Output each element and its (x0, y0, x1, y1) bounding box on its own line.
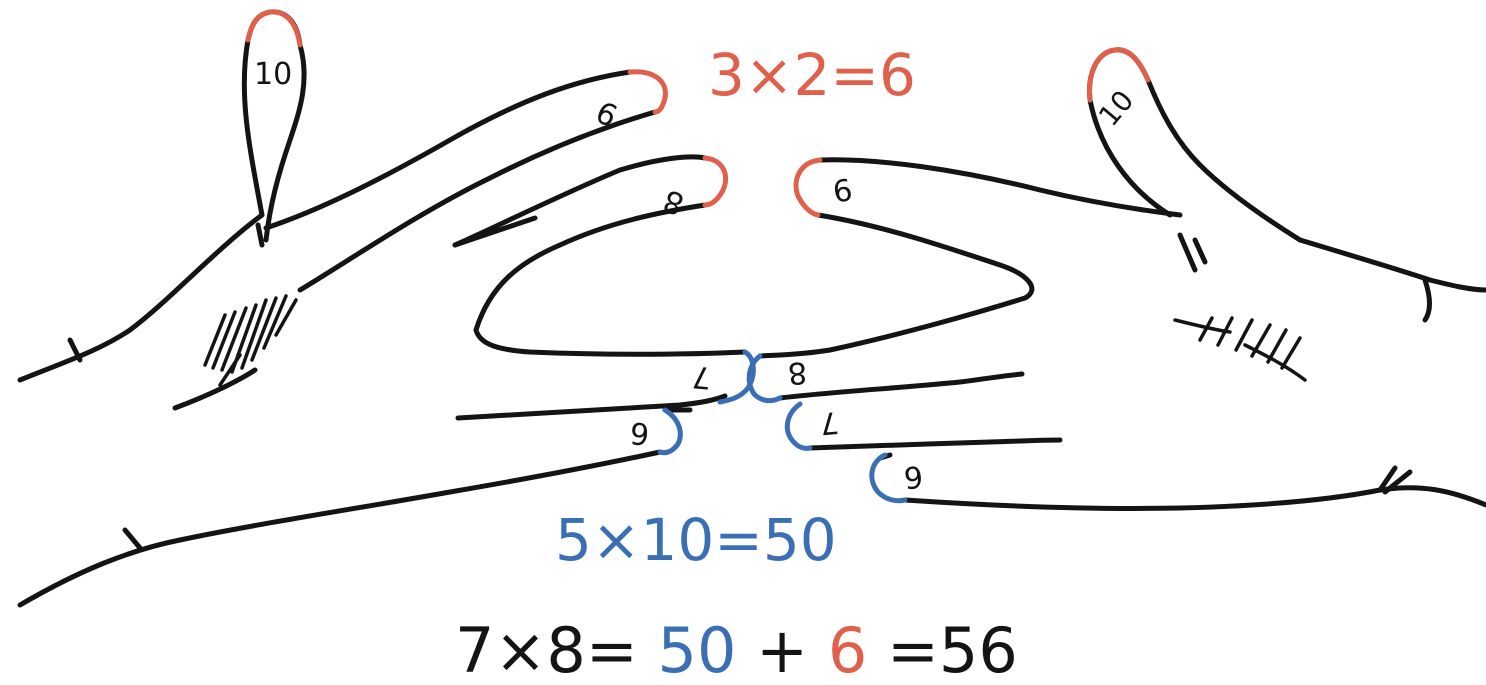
left-index-number: 9 (591, 93, 623, 133)
left-hand-hatching (203, 294, 298, 387)
left-index-finger (263, 69, 633, 231)
bottom-equation-plus: + (756, 614, 808, 685)
right-hand-back (1297, 237, 1486, 293)
right-little-number: 6 (902, 458, 924, 495)
left-index-finger-lower (297, 109, 658, 293)
bottom-equation-red-part: 6 (828, 614, 867, 685)
left-little-number: 6 (629, 414, 651, 451)
right-middle-number: 8 (786, 354, 808, 391)
left-thumb-outline (241, 9, 307, 243)
right-hand (746, 47, 1486, 511)
right-little-finger (902, 485, 1486, 511)
bottom-equation-rhs: =56 (887, 614, 1018, 685)
left-middle-finger-lower (473, 202, 748, 357)
left-middle-number: 8 (659, 182, 689, 221)
left-ring-number: 7 (691, 358, 713, 395)
left-middle-finger (452, 154, 708, 248)
right-index-finger (817, 157, 1183, 218)
right-little-tip (869, 452, 908, 504)
right-thumb-crease (1177, 232, 1208, 273)
left-ring-tip (717, 349, 756, 405)
left-little-finger-lower (17, 449, 663, 608)
right-ring-finger (807, 437, 1063, 451)
middle-equation: 5×10=50 (555, 506, 837, 574)
left-hand-back (17, 212, 265, 383)
right-index-tip (793, 157, 823, 218)
left-little-tip (657, 407, 683, 456)
left-index-tip (627, 69, 668, 115)
left-hand (17, 9, 756, 608)
top-equation: 3×2=6 (708, 41, 916, 109)
right-middle-tip (746, 353, 783, 404)
right-thumb-outline (1087, 47, 1303, 243)
right-wrist-joint (1377, 465, 1413, 495)
left-wrist-bottom (122, 527, 143, 551)
right-wrist-mark (1422, 277, 1432, 323)
left-palm-line (172, 367, 258, 411)
right-thumb-tip (1087, 47, 1151, 103)
left-thumb-number: 10 (254, 57, 292, 92)
bottom-equation-blue-part: 50 (658, 614, 737, 685)
left-thumb-tip (245, 9, 303, 48)
right-index-finger-lower (757, 212, 1035, 359)
left-wrist-mark (67, 222, 265, 363)
left-ring-finger (455, 393, 728, 421)
finger-numbers: 10 9 8 7 6 10 9 8 7 6 (254, 57, 1140, 495)
left-middle-tip (702, 155, 729, 208)
right-index-number: 9 (830, 170, 855, 208)
right-ring-number: 7 (818, 404, 840, 441)
bottom-equation-lhs: 7×8= (455, 614, 638, 685)
right-middle-finger (777, 371, 1025, 401)
right-hand-hatching (1173, 316, 1307, 382)
left-middle-finger-bottom (452, 215, 538, 248)
bottom-equation: 7×8= 50 + 6 =56 (455, 614, 1018, 685)
right-ring-tip (784, 401, 813, 451)
